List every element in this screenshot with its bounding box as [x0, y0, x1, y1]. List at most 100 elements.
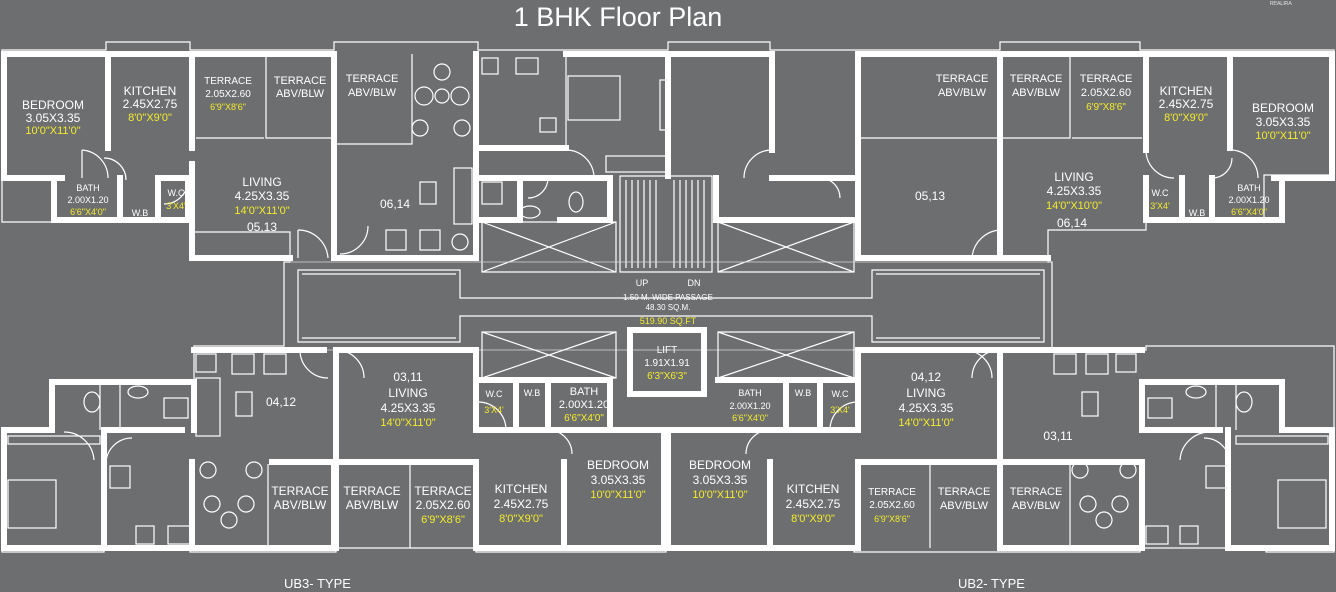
- terrace-label: TERRACE: [1010, 486, 1063, 498]
- bedroom-dims-ft: 10'0"X11'0": [590, 489, 645, 501]
- living-dims-ft: 14'0"X11'0": [234, 205, 289, 217]
- plant-icon: [245, 461, 263, 479]
- wc-label: W.C: [168, 188, 185, 198]
- chair-icon: [1079, 495, 1097, 513]
- side-table-icon: [1205, 465, 1227, 489]
- wardrobe-icon: [7, 435, 101, 445]
- chair-icon: [1111, 495, 1129, 513]
- kitchen-dims: 2.45X2.75: [123, 97, 178, 111]
- bath-dims-ft: 6'6"X4'0": [70, 207, 106, 217]
- bath-label: BATH: [1237, 183, 1260, 193]
- living-label: LIVING: [906, 386, 945, 400]
- stair-dn-label: DN: [688, 278, 701, 288]
- plan-title: 1 BHK Floor Plan: [513, 2, 723, 32]
- plant-icon: [195, 353, 217, 373]
- kitchen-label: KITCHEN: [1160, 84, 1213, 98]
- bed-icon: [7, 479, 57, 529]
- bath-dims: 2.00X1.20: [1228, 195, 1269, 205]
- kitchen-label: KITCHEN: [124, 84, 177, 98]
- bath-dims: 2.00X1.20: [729, 401, 770, 411]
- unit-number: 06,14: [380, 197, 410, 211]
- terrace-dims: 2.05X2.60: [1081, 87, 1131, 99]
- wc-label: W.C: [486, 389, 503, 399]
- wb-label: W.B: [1189, 208, 1206, 218]
- bath-dims-ft: 6'6"X4'0": [1231, 207, 1267, 217]
- passage-area-ft: 519.90 SQ.FT: [640, 316, 697, 326]
- terrace-label: TERRACE: [1080, 73, 1133, 85]
- kitchen-label: KITCHEN: [495, 482, 548, 496]
- toilet-icon: [1235, 391, 1253, 413]
- chair-icon: [414, 86, 434, 106]
- unit-number: 06,14: [1057, 216, 1087, 230]
- armchair-icon: [1085, 353, 1109, 375]
- wc-dims-ft: 3'X4': [830, 405, 850, 415]
- terrace-label: TERRACE: [343, 484, 400, 498]
- armchair-icon: [385, 229, 407, 251]
- living-label: LIVING: [1054, 170, 1093, 184]
- tv-unit-icon: [419, 181, 437, 205]
- armchair-icon: [263, 353, 287, 375]
- terrace-label: TERRACE: [271, 484, 328, 498]
- watermark-stamp: ᴿᴱᴬᴸᴵᴿᴬ: [1270, 0, 1292, 9]
- terrace-label: TERRACE: [936, 73, 989, 85]
- terrace-dims-ft: 6'9"X8'6": [421, 514, 465, 526]
- terrace-label: TERRACE: [274, 75, 327, 87]
- washbasin-icon: [519, 205, 541, 219]
- stair-up-label: UP: [636, 278, 649, 288]
- lift-dims-ft: 6'3"X6'3": [647, 371, 687, 382]
- living-dims-ft: 14'0"X10'0": [1046, 200, 1102, 212]
- toilet-icon: [83, 391, 101, 413]
- terrace-abv-blw: ABV/BLW: [274, 498, 327, 512]
- stove-icon: [1145, 525, 1169, 545]
- living-dims-ft: 14'0"X11'0": [380, 417, 435, 429]
- wc-dims-ft: 3'X4': [484, 405, 504, 415]
- plant-icon: [451, 233, 469, 251]
- toilet-icon: [568, 191, 584, 213]
- wc-label: W.C: [1152, 188, 1169, 198]
- bedroom-label: BEDROOM: [22, 98, 84, 112]
- type-label-right: UB2- TYPE: [958, 576, 1025, 591]
- plant-icon: [1115, 353, 1137, 373]
- stove-icon: [167, 525, 191, 545]
- living-dims: 4.25X3.35: [381, 401, 436, 415]
- type-label-left: UB3- TYPE: [284, 576, 351, 591]
- plant-icon: [433, 63, 451, 81]
- living-label: LIVING: [242, 175, 281, 189]
- bedroom-label: BEDROOM: [587, 458, 649, 472]
- wc-dims-ft: 3'X4': [1150, 201, 1170, 211]
- chair-icon: [450, 86, 470, 106]
- terrace-dims: 2.05X2.60: [416, 498, 471, 512]
- bath-dims: 2.00X1.20: [559, 399, 609, 411]
- sofa-icon: [195, 377, 221, 437]
- unit-number: 04,12: [911, 370, 941, 384]
- wb-label: W.B: [795, 388, 812, 398]
- sink-icon: [1179, 525, 1199, 545]
- shower-icon: [1147, 397, 1173, 419]
- table-icon: [1095, 511, 1113, 529]
- terrace-dims-ft: 6'9"X8'6": [874, 514, 910, 524]
- wardrobe-icon: [605, 155, 667, 173]
- bedroom-dims: 3.05X3.35: [26, 111, 81, 125]
- kitchen-dims-ft: 8'0"X9'0": [791, 513, 835, 525]
- table-icon: [220, 511, 238, 529]
- unit-number: 03,11: [393, 370, 422, 384]
- chair-icon: [237, 495, 255, 513]
- bedroom-dims-ft: 10'0"X11'0": [25, 125, 80, 137]
- shower-icon: [163, 397, 189, 419]
- terrace-abv-blw: ABV/BLW: [940, 500, 989, 512]
- bedroom-label: BEDROOM: [689, 458, 751, 472]
- tv-unit-icon: [1081, 391, 1099, 417]
- plant-icon: [1119, 461, 1137, 479]
- plant-icon: [199, 461, 217, 479]
- kitchen-dims-ft: 8'0"X9'0": [128, 112, 172, 124]
- terrace-dims: 2.05X2.60: [205, 89, 251, 100]
- bedroom-label: BEDROOM: [1252, 101, 1314, 115]
- terrace-dims-ft: 6'9"X8'6": [210, 102, 246, 112]
- living-dims: 4.25X3.35: [1047, 184, 1102, 198]
- bath-dims-ft: 6'6"X4'0": [732, 413, 768, 423]
- terrace-abv-blw: ABV/BLW: [938, 87, 987, 99]
- passage-area: 48.30 SQ.M.: [646, 303, 691, 312]
- sofa-icon: [453, 167, 473, 225]
- terrace-label: TERRACE: [1010, 73, 1063, 85]
